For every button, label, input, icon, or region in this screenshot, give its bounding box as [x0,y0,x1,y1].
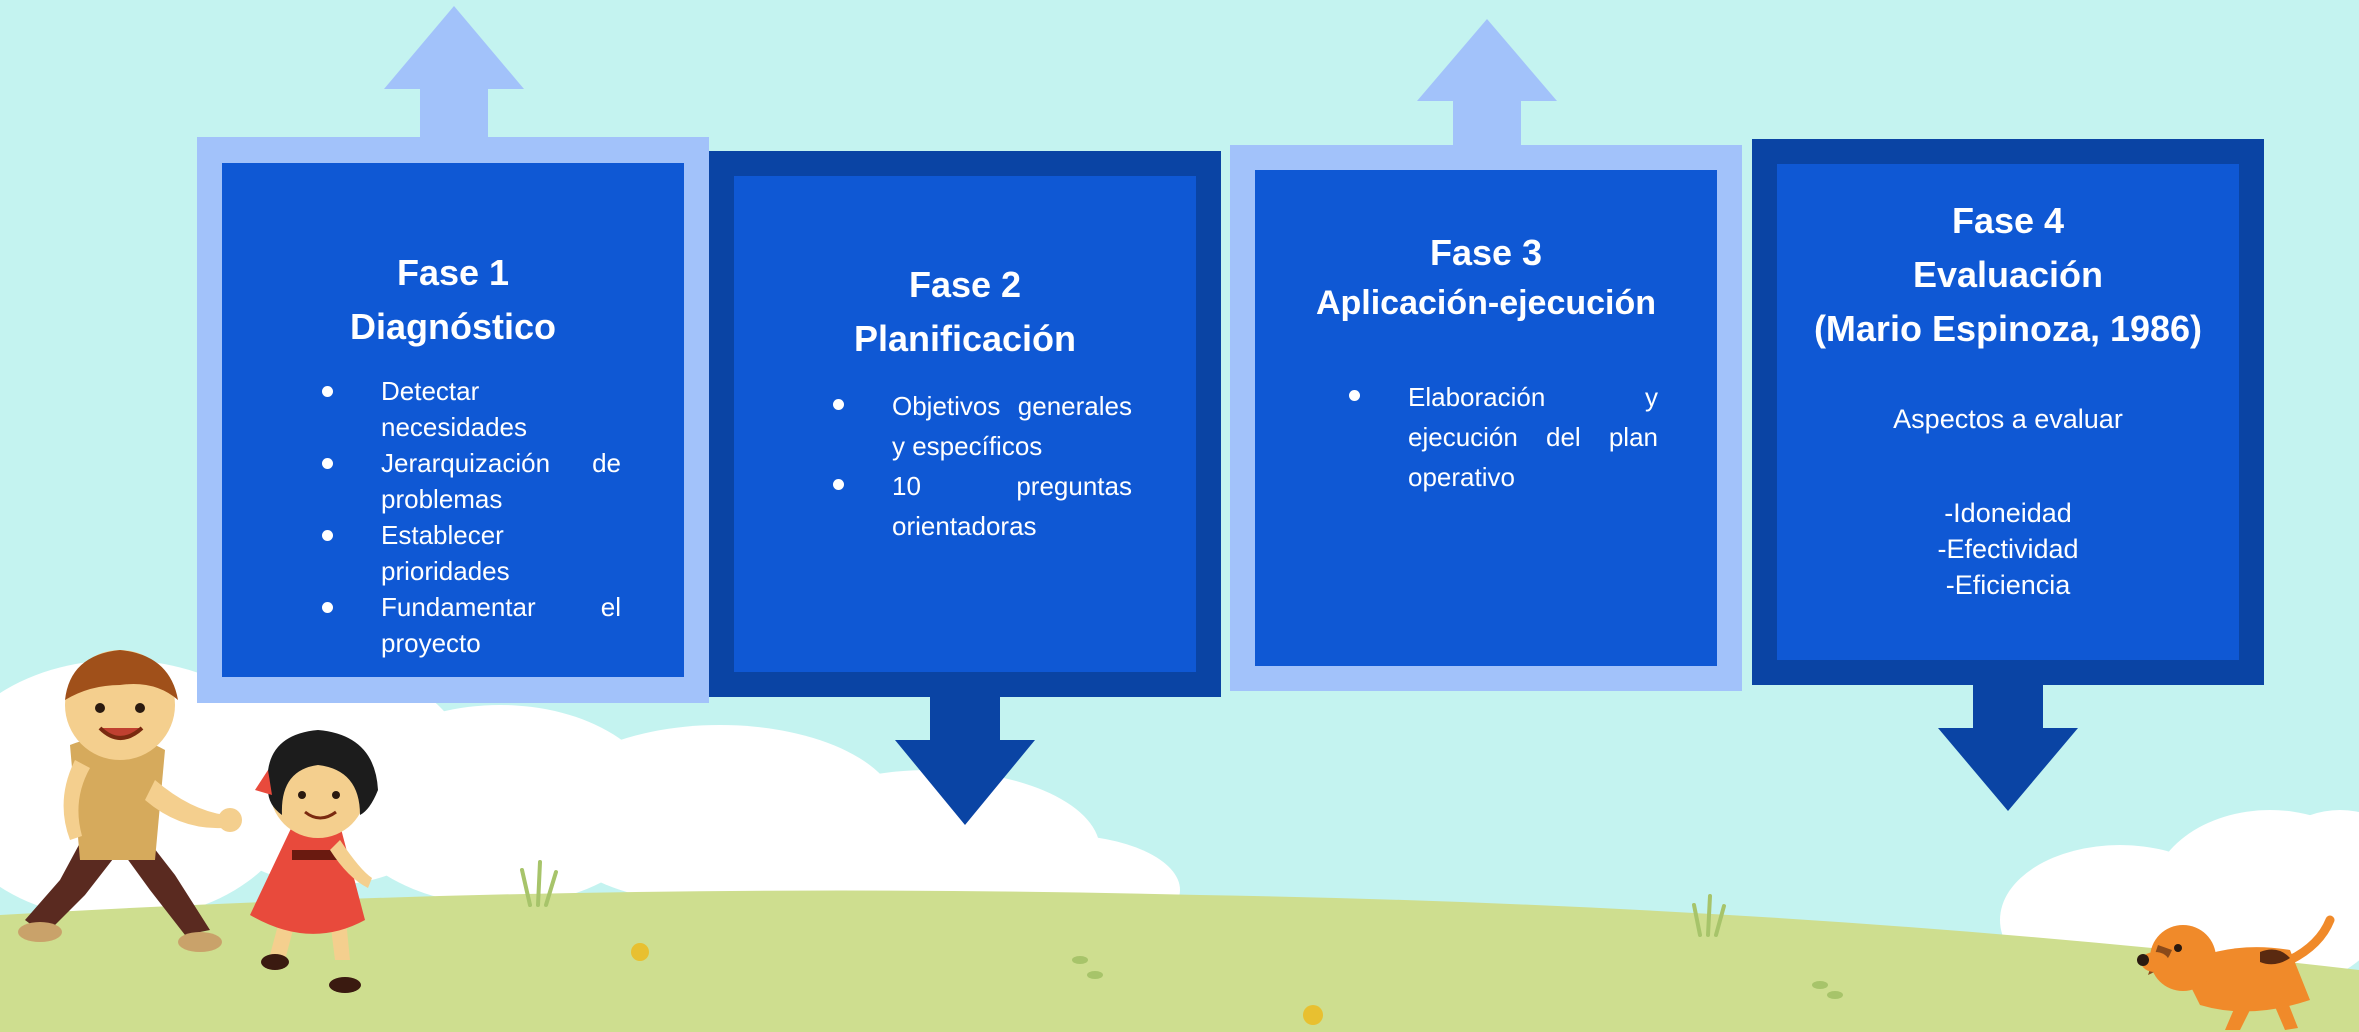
phase-card: Fase 2 Planificación Objetivos generales… [734,176,1196,672]
boy-illustration [18,650,242,952]
phase-name: Planificación [853,318,1077,359]
arrow-up-icon [1417,19,1557,149]
aspect-item: -Idoneidad [1944,498,2072,528]
arrow-down-icon [1938,683,2078,811]
list-item: Elaboración y ejecución del plan operati… [1349,377,1658,497]
list-item: Objetivos generales y específicos [833,386,1132,466]
phase-3: Fase 3 Aplicación-ejecución Elaboración … [1230,19,1742,691]
aspect-item: -Efectividad [1937,534,2079,564]
phase-1: Fase 1 Diagnóstico Detectar necesidades … [197,6,709,703]
phase-title: Fase 3 Aplicación-ejecución [1255,228,1717,328]
aspect-item: -Eficiencia [1945,570,2071,600]
list-item: Jerarquización de problemas [322,445,621,517]
arrow-down-icon [895,695,1035,825]
phase-card: Fase 4 Evaluación (Mario Espinoza, 1986)… [1777,164,2239,660]
grass-hill [0,890,2359,1032]
phase-number: Fase 2 [908,264,1022,305]
list-item: Establecer prioridades [322,517,621,589]
phase-name: Evaluación [1912,254,2104,295]
phase-number: Fase 4 [1951,200,2065,241]
phase-items: Objetivos generales y específicos 10 pre… [833,386,1132,546]
list-item: Fundamentar el proyecto [322,589,621,661]
girl-illustration [250,730,378,993]
phase-items: Elaboración y ejecución del plan operati… [1349,377,1658,497]
list-item: Detectar necesidades [322,373,621,445]
phase-title: Fase 2 Planificación [734,258,1196,366]
aspects-list: -Idoneidad -Efectividad -Eficiencia [1777,495,2239,603]
phase-name: Diagnóstico [349,306,556,347]
phase-4: Fase 4 Evaluación (Mario Espinoza, 1986)… [1752,139,2264,811]
phase-number: Fase 1 [396,252,510,293]
phase-number: Fase 3 [1429,232,1543,273]
phase-2: Fase 2 Planificación Objetivos generales… [709,151,1221,825]
flowers [631,943,1843,1025]
phase-name: Aplicación-ejecución [1315,284,1657,322]
aspects-subtitle: Aspectos a evaluar [1893,404,2123,434]
list-item: 10 preguntas orientadoras [833,466,1132,546]
phase-title: Fase 4 Evaluación (Mario Espinoza, 1986) [1777,194,2239,356]
phase-card: Fase 1 Diagnóstico Detectar necesidades … [222,163,684,677]
grass-tufts [520,860,1726,937]
phase-title: Fase 1 Diagnóstico [222,246,684,354]
phase-items: Detectar necesidades Jerarquización de p… [322,373,621,661]
dog-illustration [2137,915,2335,1030]
phase-author: (Mario Espinoza, 1986) [1813,308,2203,349]
arrow-up-icon [384,6,524,140]
phase-card: Fase 3 Aplicación-ejecución Elaboración … [1255,170,1717,666]
